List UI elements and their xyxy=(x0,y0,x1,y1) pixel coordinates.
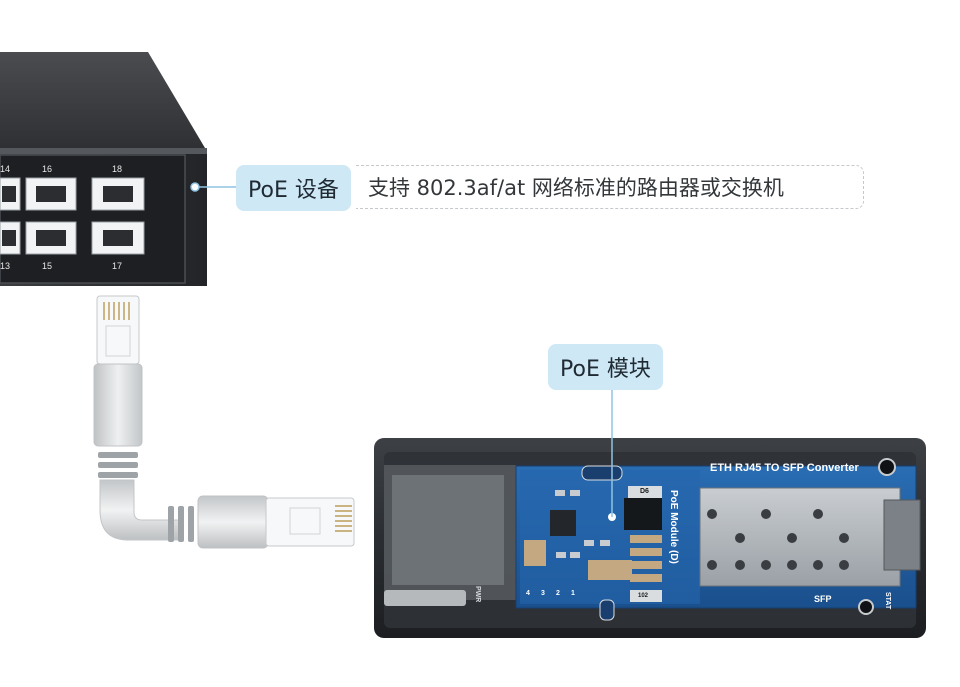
poe-module-tag: PoE 模块 xyxy=(548,344,663,390)
network-switch xyxy=(0,52,207,286)
pin-label-4: 4 xyxy=(526,590,530,597)
board-title: ETH RJ45 TO SFP Converter xyxy=(710,462,859,474)
resistor-label: 102 xyxy=(638,593,649,599)
poe-module-tag-label: PoE 模块 xyxy=(560,357,651,382)
port-number-15: 15 xyxy=(42,261,53,271)
pwr-label: PWR xyxy=(474,586,481,603)
port-number-14: 14 xyxy=(0,164,11,174)
power-button xyxy=(384,590,466,606)
port-number-13: 13 xyxy=(0,261,11,271)
poe-device-description-box: 支持 802.3af/at 网络标准的路由器或交换机 xyxy=(356,165,864,209)
module-label: PoE Module (D) xyxy=(668,490,679,564)
callout-lines xyxy=(190,182,613,517)
chip-label: D6 xyxy=(640,488,649,495)
port-number-16: 16 xyxy=(42,164,53,174)
pin-label-2: 2 xyxy=(556,590,560,597)
pin-label-1: 1 xyxy=(571,590,575,597)
poe-device-tag-label: PoE 设备 xyxy=(248,178,339,203)
poe-device-description: 支持 802.3af/at 网络标准的路由器或交换机 xyxy=(368,176,784,200)
stat-label: STAT xyxy=(884,592,891,610)
port-number-18: 18 xyxy=(112,164,123,174)
port-number-17: 17 xyxy=(112,261,123,271)
rj45-plug-top xyxy=(96,295,140,365)
switch-top-face xyxy=(0,52,205,148)
converter-device xyxy=(374,438,926,638)
sfp-cage xyxy=(699,487,901,587)
poe-module-components xyxy=(524,465,662,621)
rj45-plug-side xyxy=(265,497,355,547)
pin-label-3: 3 xyxy=(541,590,545,597)
sfp-label: SFP xyxy=(814,594,832,604)
ethernet-cable xyxy=(93,295,355,549)
poe-device-tag: PoE 设备 xyxy=(236,165,351,211)
